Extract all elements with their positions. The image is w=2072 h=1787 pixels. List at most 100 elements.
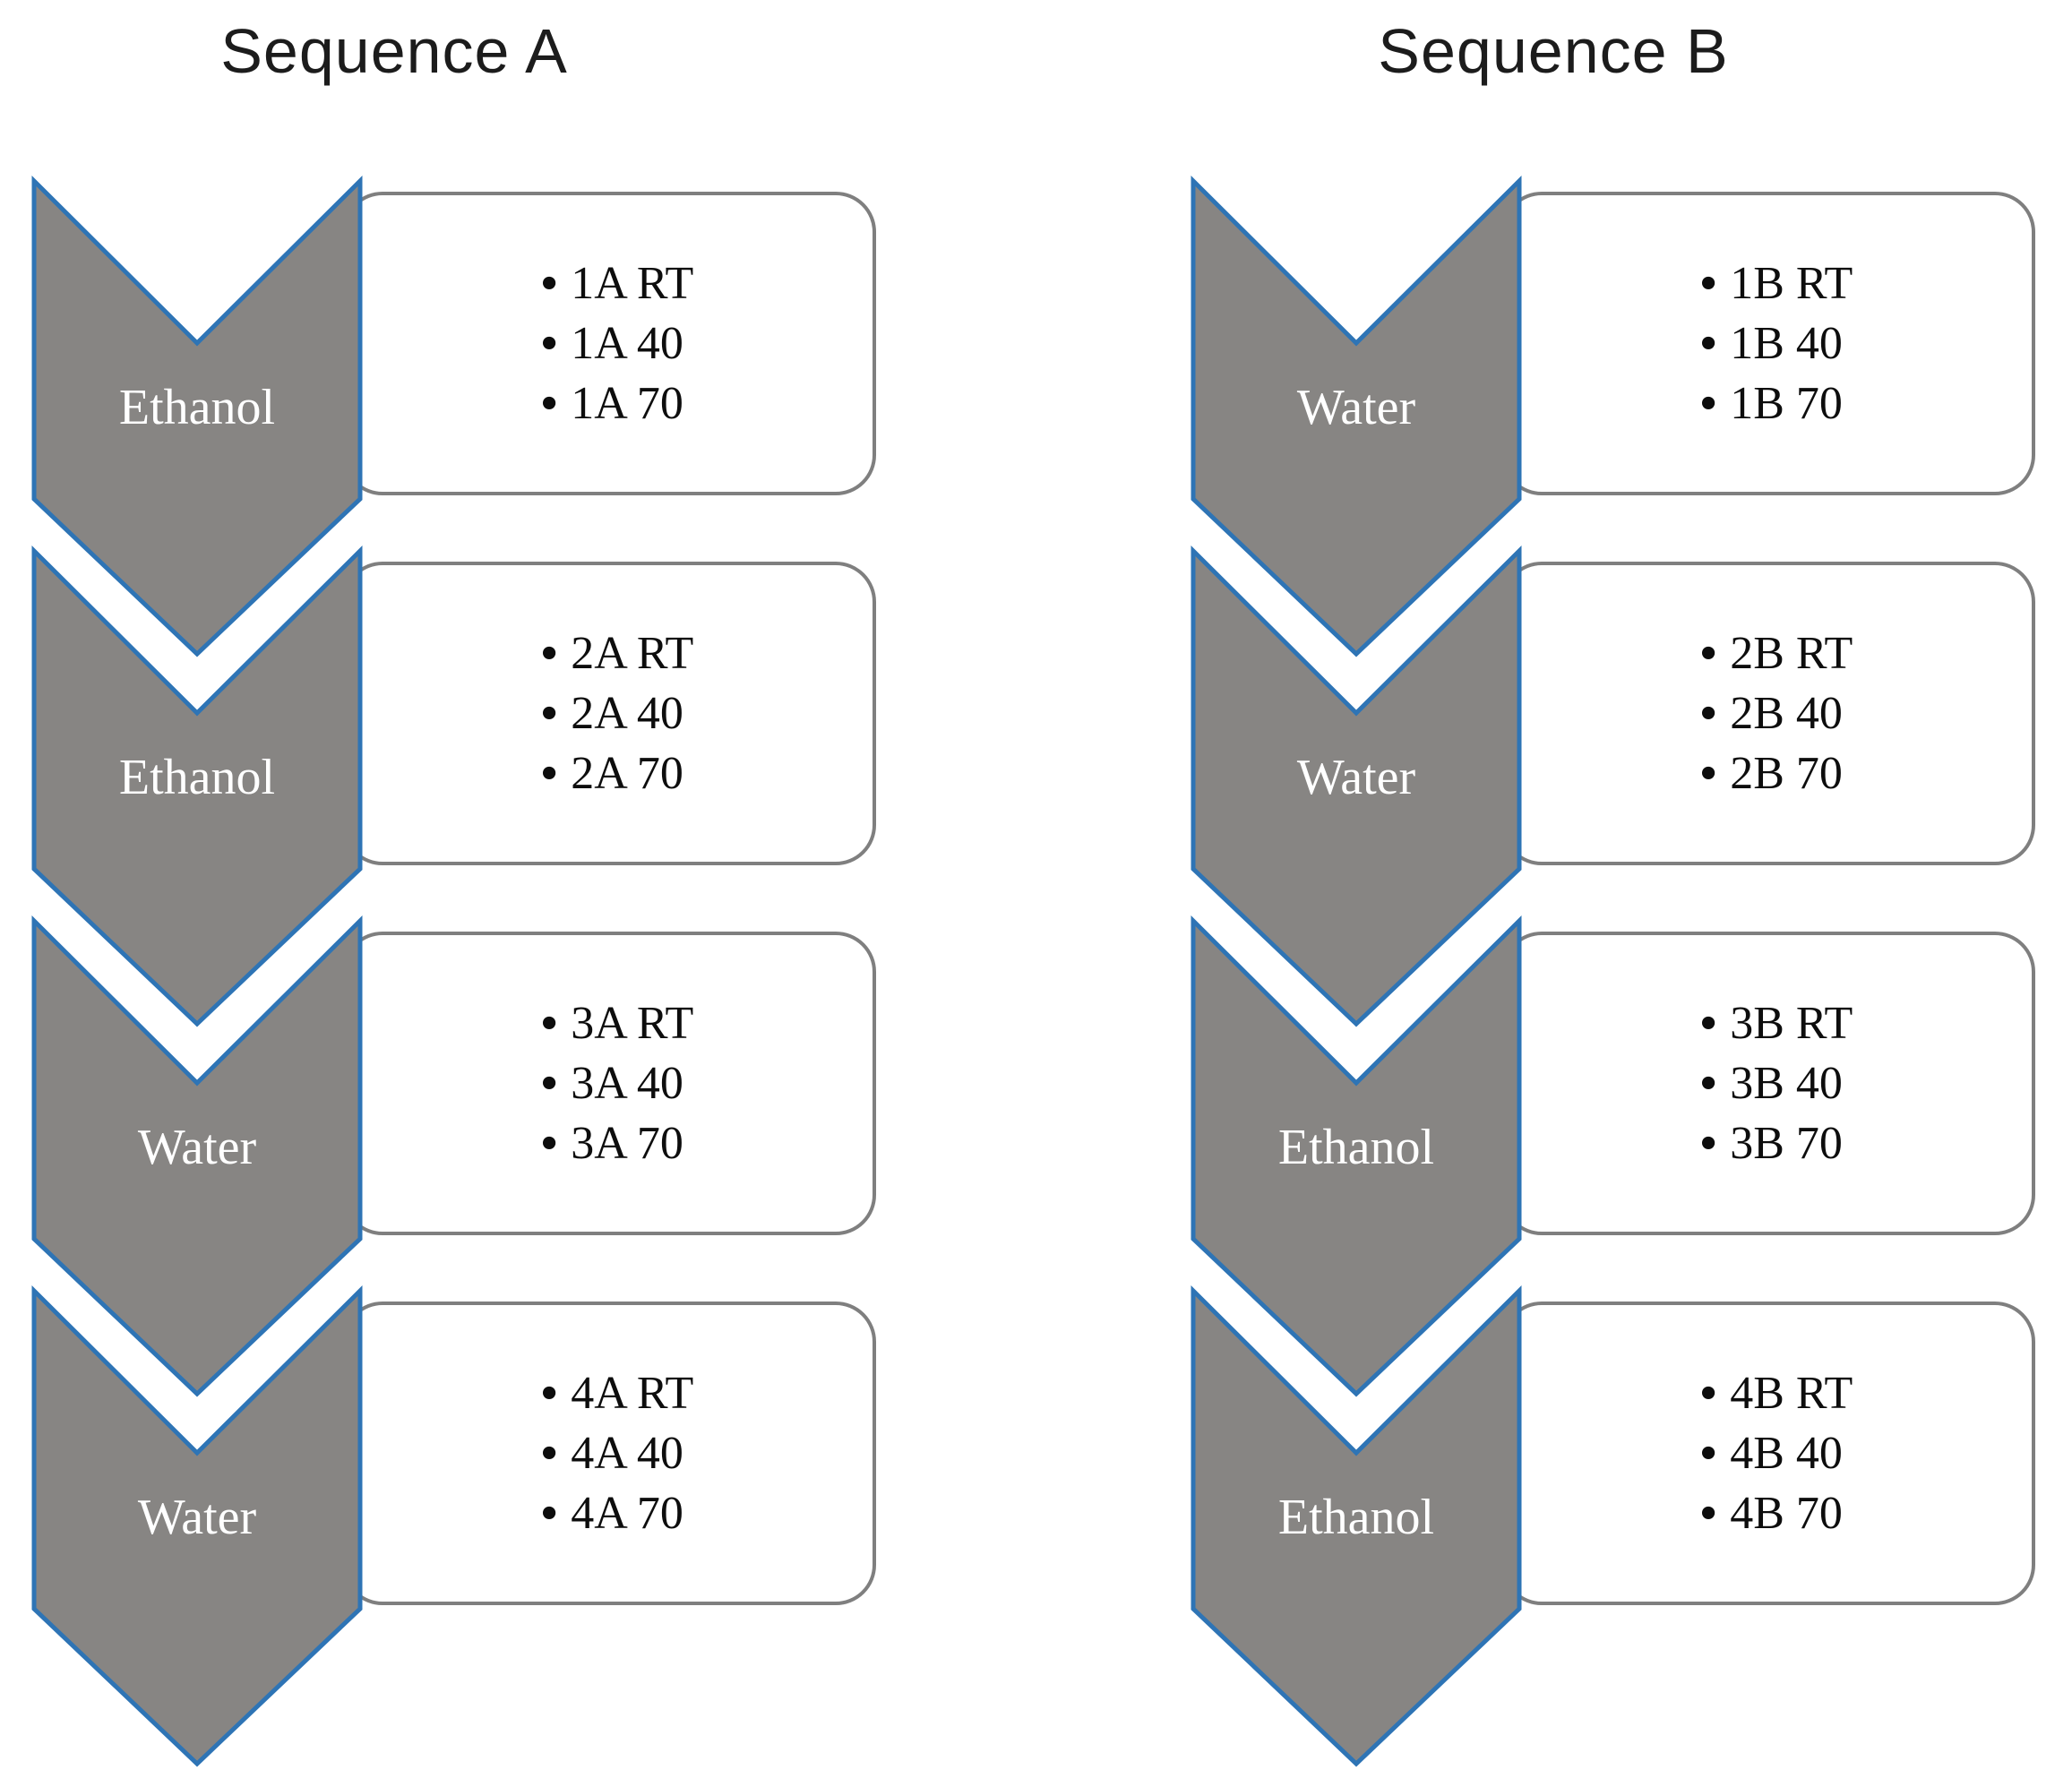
list-item: •3A 40 (540, 1053, 693, 1113)
bullet-icon: • (539, 1483, 559, 1543)
item-text: 1B 40 (1730, 318, 1843, 369)
chevron-down-shape (31, 1284, 363, 1767)
step-4a: •4A RT •4A 40 •4A 70 Water (0, 1284, 878, 1767)
list-item: •4A 70 (540, 1483, 693, 1543)
list-item: •2B RT (1699, 623, 1853, 683)
item-text: 3B RT (1730, 998, 1853, 1049)
bullet-icon: • (1698, 683, 1718, 743)
list-item: •4B 40 (1699, 1423, 1853, 1483)
item-text: 3A RT (571, 998, 694, 1049)
item-text: 3B 40 (1730, 1058, 1843, 1109)
bullet-icon: • (1698, 1053, 1718, 1113)
column-a-title: Sequence A (220, 16, 568, 86)
item-text: 2B 70 (1730, 748, 1843, 799)
chevron-down-shape (1191, 915, 1522, 1397)
item-text: 1A 70 (571, 378, 684, 429)
item-text: 4B RT (1730, 1368, 1853, 1419)
list-item: •3B 70 (1699, 1113, 1853, 1173)
step-2b-items-box: •2B RT •2B 40 •2B 70 (1501, 562, 2035, 865)
chevron-down-shape (31, 545, 363, 1027)
chevron-down-shape (1191, 1284, 1522, 1767)
bullet-icon: • (539, 374, 559, 434)
item-text: 3A 70 (571, 1118, 684, 1169)
list-item: •3B 40 (1699, 1053, 1853, 1113)
item-text: 4B 40 (1730, 1428, 1843, 1479)
step-3b-items-box: •3B RT •3B 40 •3B 70 (1501, 932, 2035, 1235)
list-item: •1B 40 (1699, 314, 1853, 374)
list-item: •3A RT (540, 993, 694, 1053)
chevron-label: Ethanol (118, 750, 276, 805)
item-text: 1A RT (571, 258, 694, 309)
step-4a-items-box: •4A RT •4A 40 •4A 70 (342, 1302, 876, 1605)
bullet-icon: • (1698, 253, 1718, 314)
item-text: 4A 40 (571, 1428, 684, 1479)
step-1b: •1B RT •1B 40 •1B 70 Water (1159, 175, 2037, 657)
item-text: 4A RT (571, 1368, 694, 1419)
column-sequence-b: Sequence B •1B RT •1B 40 •1B 70 Water •2… (1159, 0, 2037, 1787)
step-4b-item-list: •4B RT •4B 40 •4B 70 (1505, 1363, 1853, 1543)
step-3a-items-box: •3A RT •3A 40 •3A 70 (342, 932, 876, 1235)
step-2b: •2B RT •2B 40 •2B 70 Water (1159, 545, 2037, 1027)
chevron-label: Water (137, 1120, 257, 1175)
step-2a: •2A RT •2A 40 •2A 70 Ethanol (0, 545, 878, 1027)
item-text: 3B 70 (1730, 1118, 1843, 1169)
item-text: 2A 70 (571, 748, 684, 799)
step-1a: •1A RT •1A 40 •1A 70 Ethanol (0, 175, 878, 657)
bullet-icon: • (1698, 374, 1718, 434)
step-3b-item-list: •3B RT •3B 40 •3B 70 (1505, 993, 1853, 1173)
bullet-icon: • (539, 683, 559, 743)
item-text: 2A 40 (571, 688, 684, 739)
chevron-label: Water (137, 1490, 257, 1545)
step-3b: •3B RT •3B 40 •3B 70 Ethanol (1159, 915, 2037, 1397)
step-3a: •3A RT •3A 40 •3A 70 Water (0, 915, 878, 1397)
bullet-icon: • (539, 253, 559, 314)
list-item: •4A RT (540, 1363, 694, 1423)
list-item: •1B 70 (1699, 374, 1853, 434)
chevron-label: Water (1296, 750, 1416, 805)
item-text: 1B 70 (1730, 378, 1843, 429)
list-item: •2B 40 (1699, 683, 1853, 743)
bullet-icon: • (539, 1053, 559, 1113)
step-4b-items-box: •4B RT •4B 40 •4B 70 (1501, 1302, 2035, 1605)
step-2a-items-box: •2A RT •2A 40 •2A 70 (342, 562, 876, 865)
chevron-down-shape (1191, 545, 1522, 1027)
step-3a-item-list: •3A RT •3A 40 •3A 70 (346, 993, 694, 1173)
item-text: 2A RT (571, 628, 694, 679)
bullet-icon: • (1698, 314, 1718, 374)
chevron-label: Ethanol (1277, 1490, 1435, 1545)
bullet-icon: • (539, 993, 559, 1053)
item-text: 1B RT (1730, 258, 1853, 309)
chevron-label: Ethanol (118, 380, 276, 435)
step-1b-items-box: •1B RT •1B 40 •1B 70 (1501, 192, 2035, 495)
list-item: •4B 70 (1699, 1483, 1853, 1543)
bullet-icon: • (539, 1113, 559, 1173)
chevron-down-shape (1191, 175, 1522, 657)
bullet-icon: • (539, 743, 559, 803)
list-item: •2A 70 (540, 743, 693, 803)
list-item: •2A RT (540, 623, 694, 683)
item-text: 3A 40 (571, 1058, 684, 1109)
step-4a-item-list: •4A RT •4A 40 •4A 70 (346, 1363, 694, 1543)
list-item: •1A 70 (540, 374, 693, 434)
column-b-title: Sequence B (1378, 16, 1729, 86)
bullet-icon: • (1698, 1113, 1718, 1173)
list-item: •3B RT (1699, 993, 1853, 1053)
chevron-label: Ethanol (1277, 1120, 1435, 1175)
chevron-down-shape (31, 915, 363, 1397)
bullet-icon: • (539, 314, 559, 374)
list-item: •3A 70 (540, 1113, 693, 1173)
bullet-icon: • (539, 1423, 559, 1483)
column-sequence-a: Sequence A •1A RT •1A 40 •1A 70 Ethanol … (0, 0, 878, 1787)
item-text: 2B 40 (1730, 688, 1843, 739)
item-text: 2B RT (1730, 628, 1853, 679)
bullet-icon: • (1698, 743, 1718, 803)
item-text: 4A 70 (571, 1488, 684, 1539)
step-2b-item-list: •2B RT •2B 40 •2B 70 (1505, 623, 1853, 803)
chevron-down-shape (31, 175, 363, 657)
item-text: 1A 40 (571, 318, 684, 369)
list-item: •4B RT (1699, 1363, 1853, 1423)
list-item: •1A 40 (540, 314, 693, 374)
step-1b-item-list: •1B RT •1B 40 •1B 70 (1505, 253, 1853, 434)
list-item: •2B 70 (1699, 743, 1853, 803)
